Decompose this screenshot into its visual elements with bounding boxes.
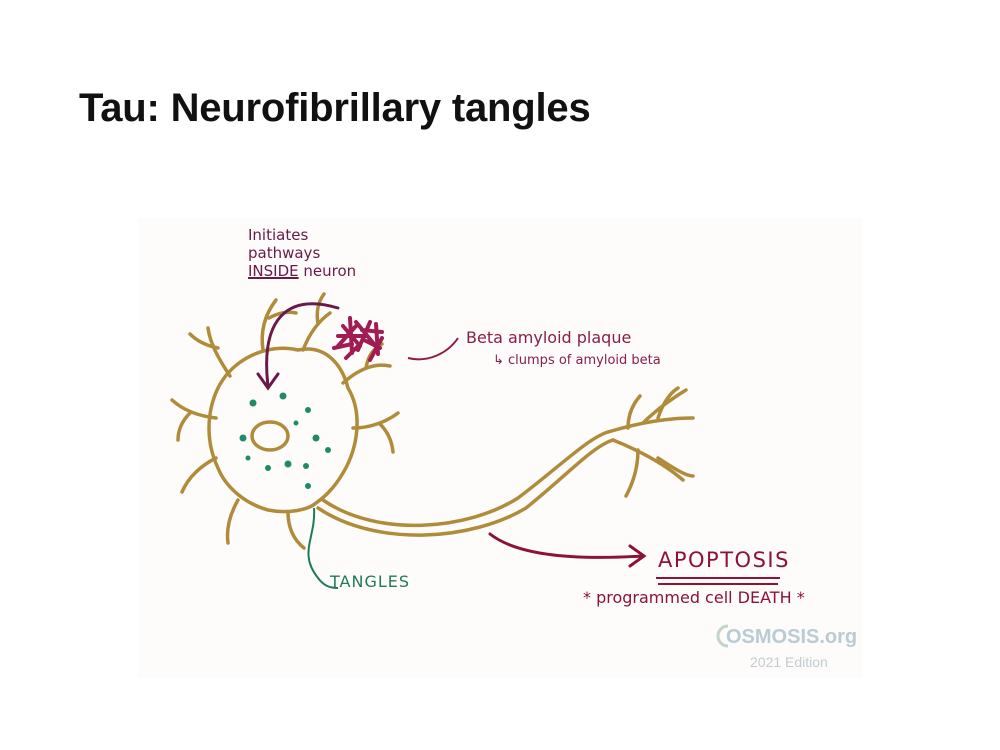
initiates-line3: INSIDE neuron — [248, 262, 356, 280]
beta-amyloid-plaque — [332, 316, 384, 362]
initiates-line1: Initiates — [248, 226, 309, 244]
neuron-diagram: Initiates pathways INSIDE neuron Beta am… — [138, 218, 863, 678]
neuron-illustration — [170, 292, 780, 648]
dendrite — [188, 326, 232, 378]
nucleus — [250, 420, 290, 452]
dendrite — [351, 411, 400, 454]
slide-title: Tau: Neurofibrillary tangles — [79, 86, 591, 130]
neuron-cell — [170, 292, 695, 550]
edition-watermark: 2021 Edition — [750, 654, 828, 670]
plaque-pointer — [407, 337, 459, 361]
axon-terminal — [606, 386, 695, 434]
dendrite — [286, 510, 306, 550]
soma-outline — [207, 346, 359, 514]
tangles-marks — [239, 392, 331, 489]
amyloid-clumps-label: ↳ clumps of amyloid beta — [493, 353, 661, 368]
dendrite — [225, 498, 240, 545]
tangles-pointer — [307, 507, 339, 589]
initiates-line2: pathways — [248, 244, 321, 262]
osmosis-watermark: OSMOSIS.org — [726, 626, 858, 648]
neuron-word: neuron — [298, 262, 357, 280]
beta-amyloid-plaque-label: Beta amyloid plaque — [466, 328, 632, 347]
dendrite — [180, 456, 218, 494]
axon-sheath — [316, 438, 615, 537]
programmed-cell-death-label: * programmed cell DEATH * — [583, 588, 805, 607]
apoptosis-arrow — [488, 532, 647, 568]
tangles-label: TANGLES — [330, 572, 411, 591]
initiates-label: Initiates pathways INSIDE neuron — [248, 226, 356, 280]
osmosis-logo-icon — [716, 624, 729, 648]
inside-word: INSIDE — [248, 262, 299, 280]
apoptosis-label: APOPTOSIS — [658, 548, 790, 572]
inside-arrow — [256, 302, 340, 391]
axon — [321, 430, 610, 528]
dendrite — [301, 292, 332, 352]
dendrite — [170, 398, 218, 442]
apoptosis-underline — [656, 577, 780, 585]
axon-terminal — [611, 438, 695, 498]
